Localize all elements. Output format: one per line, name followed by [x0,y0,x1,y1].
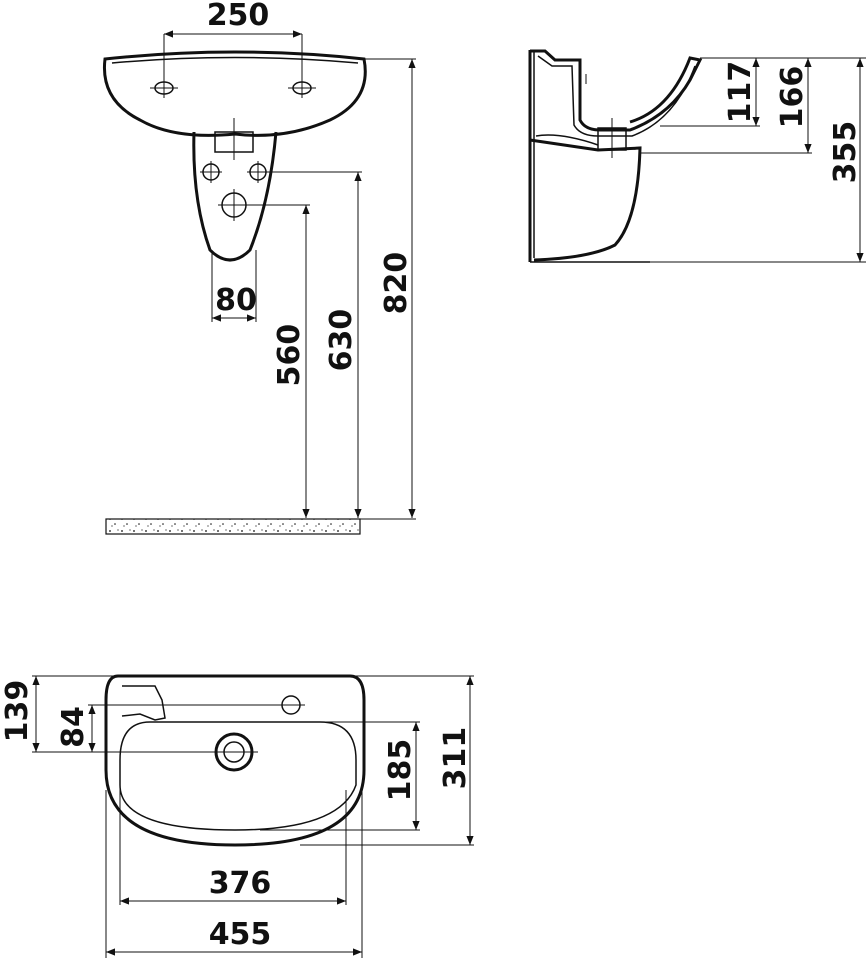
top-basin-outline [104,674,366,847]
side-pedestal-outline [529,138,642,262]
top-bowl-outline [119,721,357,831]
top-tap-hole [278,695,305,715]
front-view: 250 80 560 630 820 [102,0,416,535]
front-basin-outline [102,50,367,137]
dim-455: 455 [209,917,272,952]
dim-355: 355 [828,121,863,184]
top-waste-hole [210,732,258,772]
dim-185: 185 [383,739,418,802]
dim-311: 311 [438,727,473,790]
dim-630: 630 [324,309,359,372]
floor-hatch [105,518,361,535]
dim-84: 84 [56,706,91,748]
side-basin-outline [530,49,703,132]
front-supply-hole-left [200,161,222,183]
dim-820: 820 [379,252,414,315]
dim-560: 560 [272,324,307,387]
dim-250: 250 [207,0,270,33]
side-view: 117 166 355 [528,49,866,263]
dim-117: 117 [723,61,758,124]
front-pedestal-outline [192,131,278,262]
dim-139: 139 [0,680,35,743]
dim-376: 376 [209,866,272,901]
dim-166: 166 [775,66,810,129]
top-view: 139 84 185 311 376 455 [0,674,474,958]
dim-80: 80 [215,283,257,318]
front-tap-hole-left [150,78,178,98]
front-tap-hole-right [288,78,316,98]
